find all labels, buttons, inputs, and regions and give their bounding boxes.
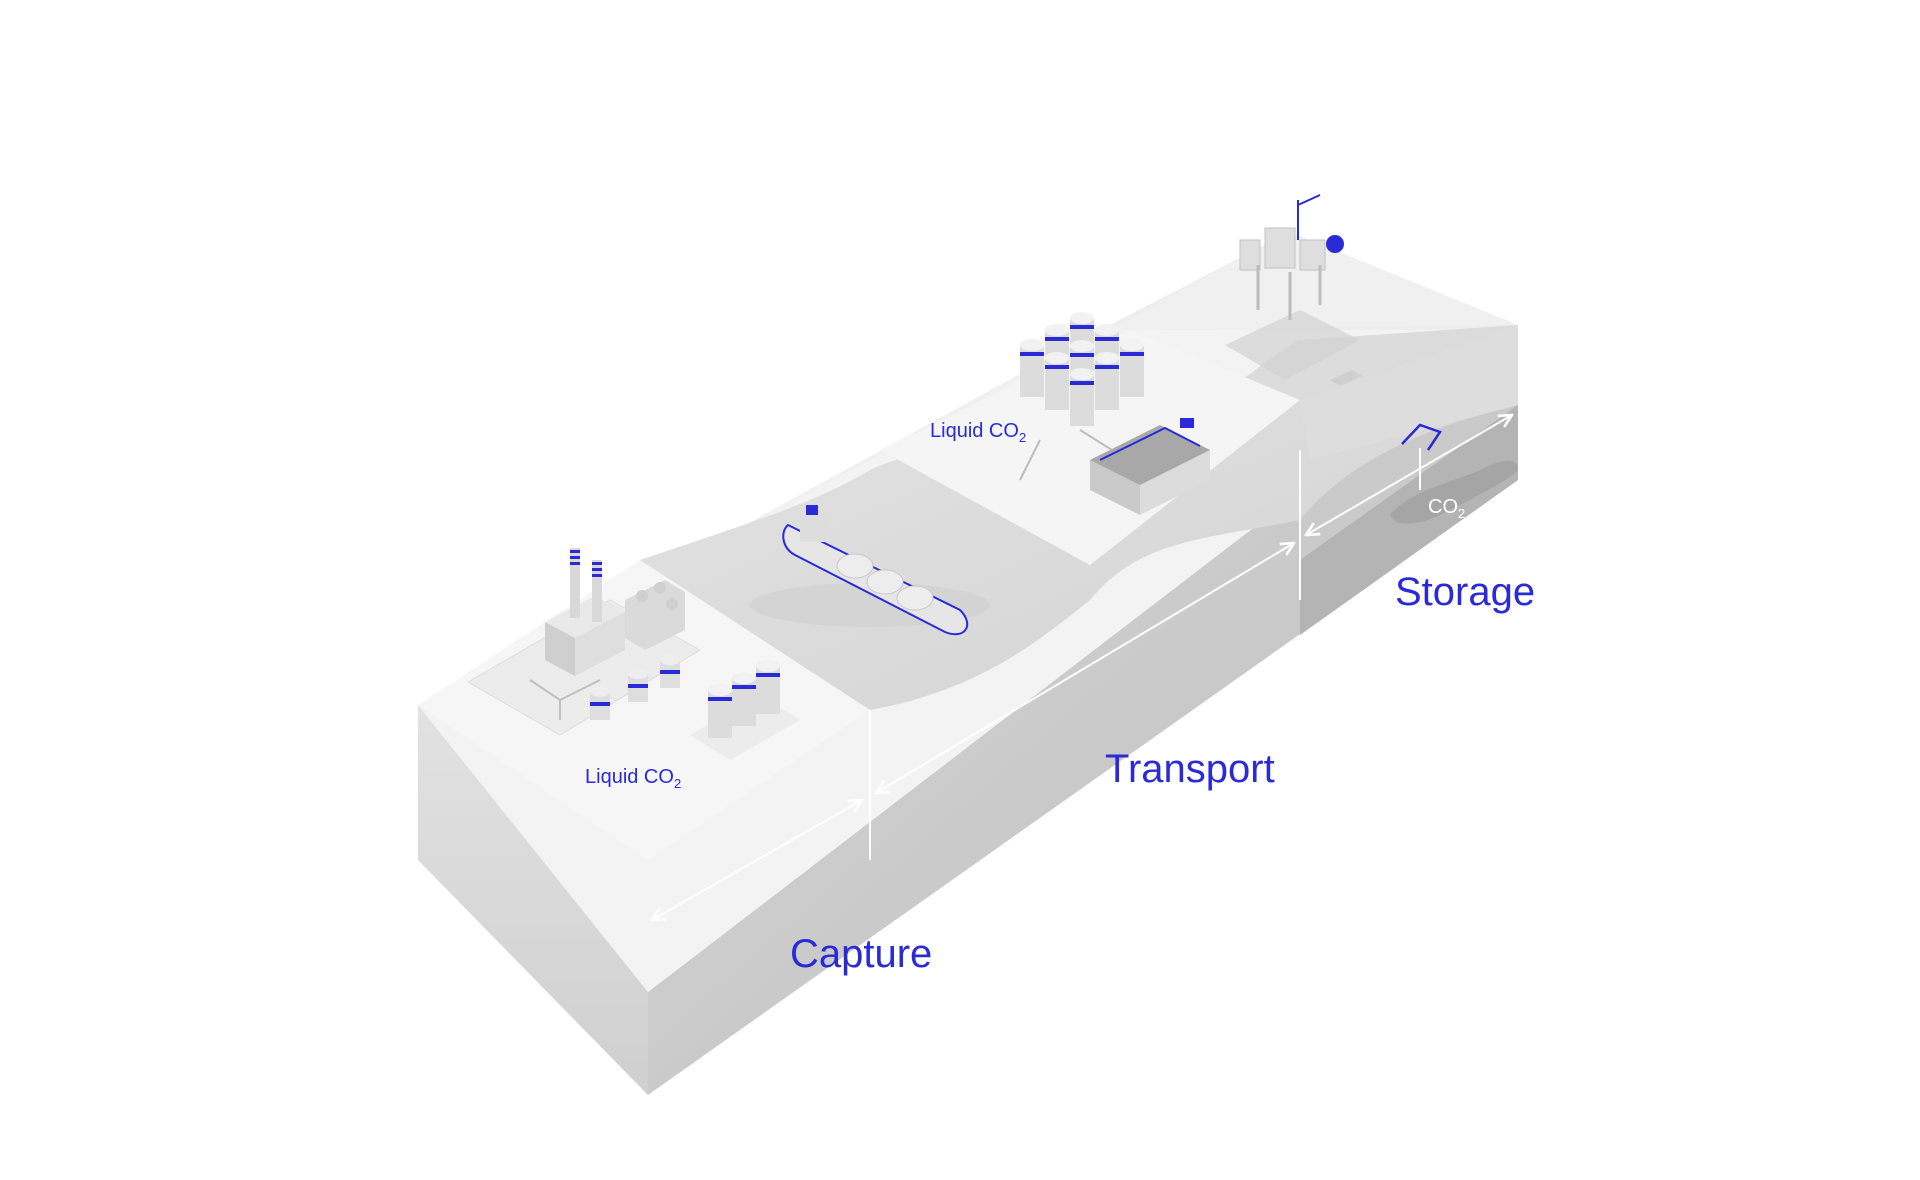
ship-icon [750, 505, 990, 636]
storage-tank-icon [690, 660, 800, 760]
capture-land [418, 560, 870, 860]
liquid-co2-terminal-label: Liquid CO2 [930, 420, 1026, 445]
terminal-land [880, 330, 1300, 565]
block-front-left [418, 705, 648, 1095]
stored-co2-label: CO2 [1428, 496, 1465, 521]
storage-span-arrow [1306, 415, 1512, 535]
injection-well-icon [1401, 423, 1442, 490]
factory-icon [466, 548, 701, 736]
liquid-co2-capture-label: Liquid CO2 [585, 766, 681, 791]
capture-span-arrow [652, 800, 862, 920]
storage-label: Storage [1395, 570, 1535, 614]
storage-tank-icon [1019, 312, 1144, 481]
transport-label: Transport [1105, 747, 1275, 791]
terminal-building-icon [1090, 418, 1210, 515]
transport-span-arrow [876, 543, 1294, 793]
offshore-platform-icon [1225, 194, 1362, 386]
capture-label: Capture [790, 932, 932, 976]
